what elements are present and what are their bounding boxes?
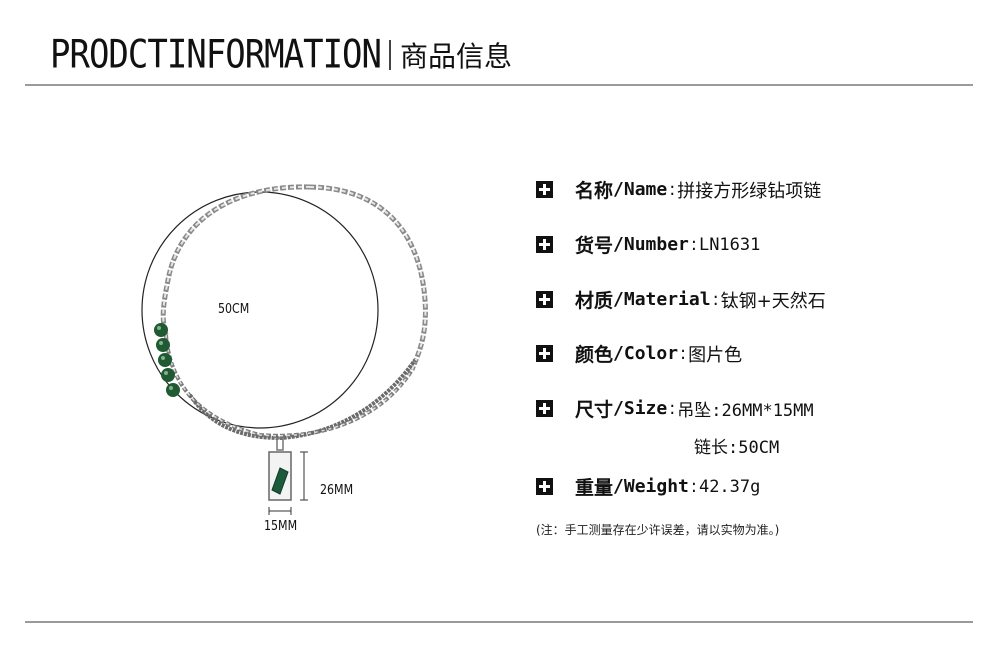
plus-icon — [536, 345, 553, 362]
spec-row-number: 货号 /Number : LN1631 — [536, 231, 760, 258]
chain-outer — [309, 184, 428, 371]
label-en: /Color — [613, 343, 679, 364]
green-beads — [154, 323, 180, 397]
title-divider — [389, 40, 391, 70]
spec-row-size: 尺寸 /Size : 吊坠:26MM*15MM — [536, 395, 814, 422]
separator: : — [690, 234, 697, 255]
necklace-figure: 50CM 26MM 15MM — [130, 170, 460, 550]
label-en: /Number — [613, 234, 689, 255]
spec-row-material: 材质 /Material : 钛钢+天然石 — [536, 286, 826, 313]
value: 钛钢+天然石 — [720, 290, 826, 312]
value: 拼接方形绿钻项链 — [677, 180, 822, 202]
bottom-rule — [25, 621, 973, 623]
page-header: PRODCTINFORMATION 商品信息 — [50, 30, 512, 80]
title-chinese: 商品信息 — [400, 40, 513, 73]
plus-icon — [536, 236, 553, 253]
chain-lower — [164, 334, 414, 438]
measurement-note: (注：手工测量存在少许误差，请以实物为准。) — [536, 523, 780, 537]
label-cn: 货号 — [575, 235, 614, 257]
spec-row-name: 名称 /Name : 拼接方形绿钻项链 — [536, 176, 821, 203]
separator: : — [680, 343, 687, 364]
separator: : — [669, 398, 676, 419]
value: 42.37g — [698, 476, 761, 497]
plus-icon — [536, 478, 553, 495]
value-chain-length: 链长:50CM — [694, 438, 780, 458]
top-rule — [25, 84, 973, 86]
necklace-illustration — [141, 184, 428, 515]
label-en: /Material — [613, 289, 711, 310]
pendant — [268, 451, 292, 501]
pendant-width-label: 15MM — [264, 519, 298, 534]
plus-icon — [536, 291, 553, 308]
label-en: /Size — [613, 398, 668, 419]
separator: : — [669, 179, 676, 200]
plus-icon — [536, 400, 553, 417]
chain-length-label: 50CM — [218, 302, 250, 317]
label-cn: 尺寸 — [575, 399, 614, 421]
value: LN1631 — [698, 234, 761, 255]
value: 图片色 — [688, 344, 743, 366]
label-cn: 重量 — [575, 477, 614, 499]
label-en: /Name — [613, 179, 668, 200]
plus-icon — [536, 181, 553, 198]
spec-row-weight: 重量 /Weight : 42.37g — [536, 473, 760, 500]
label-en: /Weight — [613, 476, 689, 497]
separator: : — [690, 476, 697, 497]
separator: : — [712, 289, 719, 310]
pendant-height-label: 26MM — [320, 483, 354, 498]
value: 吊坠:26MM*15MM — [677, 401, 814, 421]
label-cn: 名称 — [575, 180, 614, 202]
label-cn: 颜色 — [575, 344, 614, 366]
title-english: PRODCTINFORMATION — [50, 32, 382, 78]
chain-curb — [188, 358, 417, 441]
spec-row-size-chain: 链长:50CM — [692, 433, 779, 458]
spec-row-color: 颜色 /Color : 图片色 — [536, 340, 742, 367]
label-cn: 材质 — [575, 290, 614, 312]
